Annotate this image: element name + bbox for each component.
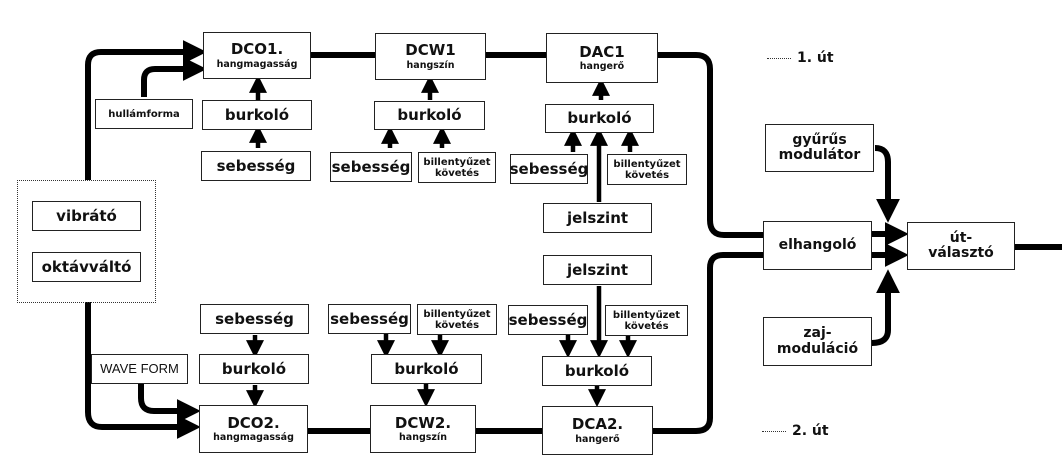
dac1-box: DAC1 hangerő (546, 33, 658, 83)
dcw2-envelope-label: burkoló (394, 359, 459, 378)
dco2-title: DCO2. (227, 413, 280, 432)
dca2-keytrack-line2: követés (624, 320, 669, 332)
dcw2-keytrack-line2: követés (434, 319, 480, 331)
waveform2-label: WAVE FORM (100, 360, 179, 376)
dac1-keytrack-line2: követés (624, 169, 670, 181)
legend-path1: 1. út (767, 50, 834, 66)
dac1-velocity-box: sebesség (510, 154, 588, 184)
line-select-line2: választó (928, 245, 994, 261)
octave-shift-label: oktávváltó (41, 257, 132, 276)
dcw2-keytrack-line1: billentyűzet (423, 308, 491, 320)
dco1-subtitle: hangmagasság (216, 58, 298, 70)
level2-box: jelszint (543, 255, 652, 285)
modulation-group (17, 180, 156, 303)
dcw1-keytrack-box: billentyűzet követés (418, 152, 496, 183)
dcw2-velocity-label: sebesség (330, 309, 409, 328)
dco2-envelope-box: burkoló (199, 354, 309, 384)
dco1-velocity-box: sebesség (201, 151, 311, 181)
dco2-velocity-box: sebesség (200, 304, 309, 334)
ring-modulator-box: gyűrűs modulátor (765, 124, 874, 172)
dcw1-envelope-box: burkoló (374, 101, 485, 130)
legend-path2-dots (762, 430, 786, 432)
noise-modulation-box: zaj- moduláció (763, 317, 872, 366)
dac1-subtitle: hangerő (579, 61, 625, 73)
dcw2-box: DCW2. hangszín (370, 405, 476, 453)
wire-dac1-to-detune (658, 52, 766, 238)
level2-label: jelszint (566, 260, 629, 279)
octave-shift-box: oktávváltó (32, 252, 141, 282)
dco2-subtitle: hangmagasság (213, 432, 294, 444)
level1-label: jelszint (566, 208, 629, 227)
dcw2-title: DCW2. (394, 413, 452, 432)
detune-label: elhangoló (778, 236, 857, 253)
dcw2-envelope-box: burkoló (371, 354, 482, 384)
dcw2-keytrack-box: billentyűzet követés (417, 304, 497, 335)
wire-noisemod-to-select (871, 269, 900, 346)
noise-modulation-line2: moduláció (776, 340, 859, 357)
dco2-velocity-label: sebesség (215, 309, 294, 328)
dcw1-keytrack-line2: követés (434, 167, 480, 179)
dca2-keytrack-line1: billentyűzet (612, 309, 681, 321)
level1-box: jelszint (543, 203, 652, 233)
dcw1-title: DCW1 (405, 41, 456, 60)
dac1-velocity-label: sebesség (509, 159, 589, 178)
dac1-keytrack-line1: billentyűzet (613, 158, 681, 170)
dcw2-subtitle: hangszín (399, 432, 447, 444)
legend-path2-label: 2. út (792, 423, 829, 439)
waveform1-label: hullámforma (108, 108, 180, 120)
dac1-keytrack-box: billentyűzet követés (607, 154, 687, 185)
dco1-box: DCO1. hangmagasság (203, 32, 311, 79)
dca2-velocity-box: sebesség (508, 305, 588, 335)
dca2-title: DCA2. (571, 415, 624, 434)
dac1-envelope-label: burkoló (567, 109, 632, 128)
line-select-line1: út- (949, 229, 973, 246)
wire-mod-to-dco2 (85, 302, 201, 439)
dca2-envelope-box: burkoló (542, 356, 652, 386)
legend-path1-label: 1. út (797, 50, 834, 66)
dcw1-subtitle: hangszín (406, 59, 455, 71)
dcw1-velocity-box: sebesség (330, 152, 412, 182)
wire-mod-to-dco1 (85, 40, 207, 180)
legend-path2: 2. út (762, 423, 829, 439)
dcw1-velocity-label: sebesség (331, 157, 411, 176)
noise-modulation-line1: zaj- (803, 325, 832, 342)
dcw1-keytrack-line1: billentyűzet (423, 156, 491, 168)
vibrato-label: vibrátó (56, 206, 117, 225)
dcw2-velocity-box: sebesség (328, 304, 411, 334)
dac1-envelope-box: burkoló (545, 104, 654, 133)
waveform2-box: WAVE FORM (91, 354, 188, 384)
wire-waveform2-to-dco2 (138, 382, 201, 423)
dcw1-envelope-label: burkoló (397, 106, 462, 125)
waveform1-box: hullámforma (95, 99, 193, 129)
wire-dca2-to-detune (653, 252, 766, 434)
vibrato-box: vibrátó (32, 201, 141, 231)
legend-path1-dots (767, 57, 791, 59)
dca2-envelope-label: burkoló (564, 361, 630, 380)
detune-box: elhangoló (763, 221, 872, 270)
dca2-box: DCA2. hangerő (542, 406, 653, 455)
dco1-velocity-label: sebesség (216, 156, 296, 175)
dca2-velocity-label: sebesség (508, 310, 588, 329)
line-select-box: út- választó (907, 222, 1015, 270)
dco2-envelope-label: burkoló (221, 359, 287, 378)
dca2-keytrack-box: billentyűzet követés (605, 305, 688, 336)
dcw1-box: DCW1 hangszín (375, 33, 486, 80)
dco1-title: DCO1. (230, 40, 284, 59)
dco2-box: DCO2. hangmagasság (199, 405, 308, 453)
ring-modulator-line1: gyűrűs (792, 131, 847, 148)
dca2-subtitle: hangerő (575, 433, 620, 445)
ring-modulator-line2: modulátor (778, 147, 861, 163)
dac1-title: DAC1 (579, 42, 625, 61)
wire-waveform1-to-dco1 (141, 57, 207, 97)
wire-ringmod-to-select (874, 145, 900, 223)
dco1-envelope-label: burkoló (224, 105, 290, 124)
dco1-envelope-box: burkoló (202, 100, 312, 130)
